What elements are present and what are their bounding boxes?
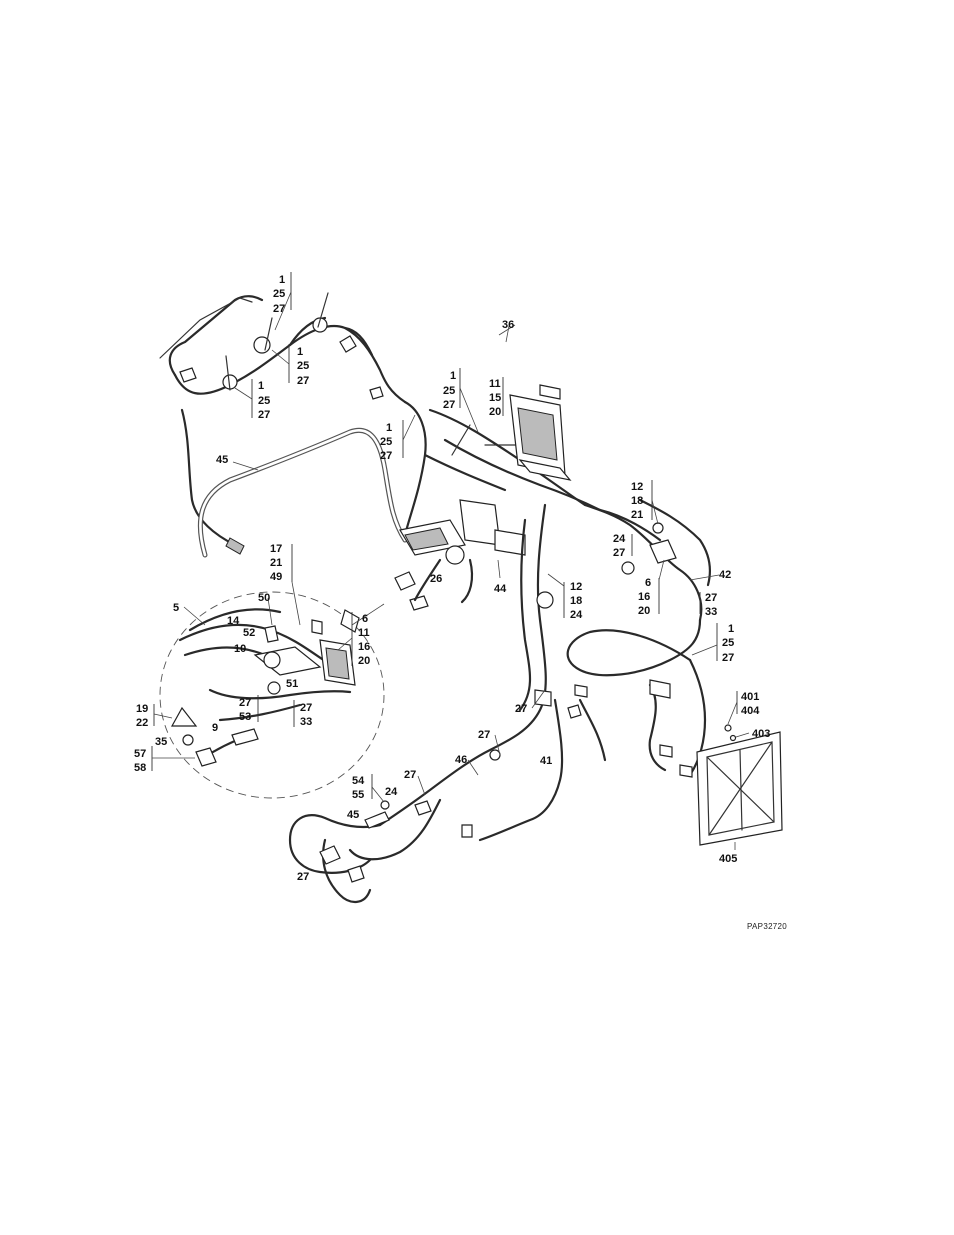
callout-51: 51 bbox=[286, 678, 298, 690]
callout-50: 50 bbox=[258, 592, 270, 604]
callout-401: 401 bbox=[741, 691, 759, 703]
callout-group-detail-6-11-16-20: 6 11 16 20 bbox=[358, 613, 370, 667]
callout-25: 25 bbox=[273, 288, 285, 300]
callout-19: 19 bbox=[136, 703, 148, 715]
callout-25: 25 bbox=[722, 637, 734, 649]
callout-18: 18 bbox=[570, 595, 582, 607]
callout-group-detail-57-58: 57 58 bbox=[134, 748, 146, 774]
callout-group-mid-12-18-24: 12 18 24 bbox=[570, 581, 583, 621]
callout-45: 45 bbox=[347, 809, 359, 821]
callout-1: 1 bbox=[279, 274, 285, 286]
callout-group-right-24-27: 24 27 bbox=[613, 533, 626, 559]
callout-35: 35 bbox=[155, 736, 167, 748]
callout-27: 27 bbox=[613, 547, 625, 559]
callout-45: 45 bbox=[216, 454, 228, 466]
figure-id-label: PAP32720 bbox=[747, 922, 787, 931]
callout-17: 17 bbox=[270, 543, 282, 555]
callout-54: 54 bbox=[352, 775, 365, 787]
callout-group-center: 1 25 27 bbox=[443, 370, 456, 411]
callout-18: 18 bbox=[631, 495, 643, 507]
callout-21: 21 bbox=[631, 509, 643, 521]
callout-404: 404 bbox=[741, 705, 760, 717]
callout-20: 20 bbox=[358, 655, 370, 667]
callout-1: 1 bbox=[728, 623, 734, 635]
callout-27: 27 bbox=[515, 703, 527, 715]
callout-24: 24 bbox=[385, 786, 398, 798]
callout-group-left: 1 25 27 bbox=[258, 380, 270, 421]
harness-line-art bbox=[160, 293, 782, 902]
callout-group-detail-17-21-49: 17 21 49 bbox=[270, 543, 282, 583]
callout-27: 27 bbox=[258, 409, 270, 421]
callout-11: 11 bbox=[358, 627, 370, 639]
callout-405: 405 bbox=[719, 853, 737, 865]
callout-42: 42 bbox=[719, 569, 731, 581]
callout-20: 20 bbox=[638, 605, 650, 617]
callout-group-right-6-16-20: 6 16 20 bbox=[638, 577, 651, 617]
callout-24: 24 bbox=[570, 609, 583, 621]
callout-group-bottom-54-55: 54 55 bbox=[352, 775, 365, 801]
callout-44: 44 bbox=[494, 583, 507, 595]
callout-20: 20 bbox=[489, 406, 501, 418]
callout-group-ecu: 11 15 20 bbox=[489, 378, 501, 418]
callout-27: 27 bbox=[380, 450, 392, 462]
callout-16: 16 bbox=[638, 591, 650, 603]
callout-58: 58 bbox=[134, 762, 146, 774]
callout-27: 27 bbox=[300, 702, 312, 714]
callout-27: 27 bbox=[478, 729, 490, 741]
callout-46: 46 bbox=[455, 754, 467, 766]
callout-25: 25 bbox=[258, 395, 270, 407]
callout-27: 27 bbox=[705, 592, 717, 604]
callout-27: 27 bbox=[404, 769, 416, 781]
callout-53: 53 bbox=[239, 711, 251, 723]
callout-15: 15 bbox=[489, 392, 501, 404]
callout-403: 403 bbox=[752, 728, 770, 740]
callout-group-right-1-25-27: 1 25 27 bbox=[722, 623, 734, 664]
callout-group-right-27-33: 27 33 bbox=[705, 592, 717, 618]
callout-27: 27 bbox=[297, 871, 309, 883]
callout-27: 27 bbox=[239, 697, 251, 709]
callout-group-plate-401-404: 401 404 bbox=[741, 691, 760, 717]
callout-group-detail-27-53: 27 53 bbox=[239, 697, 251, 723]
callout-24: 24 bbox=[613, 533, 626, 545]
callout-12: 12 bbox=[631, 481, 643, 493]
callout-group-detail-27-33: 27 33 bbox=[300, 702, 312, 728]
callout-9: 9 bbox=[212, 722, 218, 734]
callout-22: 22 bbox=[136, 717, 148, 729]
callout-55: 55 bbox=[352, 789, 364, 801]
callout-1: 1 bbox=[297, 346, 303, 358]
callout-11: 11 bbox=[489, 378, 501, 390]
callout-33: 33 bbox=[705, 606, 717, 618]
callout-27: 27 bbox=[722, 652, 734, 664]
callout-26: 26 bbox=[430, 573, 442, 585]
callout-1: 1 bbox=[450, 370, 456, 382]
callout-49: 49 bbox=[270, 571, 282, 583]
callout-group-center-left: 1 25 27 bbox=[380, 422, 392, 462]
callout-6: 6 bbox=[362, 613, 368, 625]
callout-27: 27 bbox=[273, 303, 285, 315]
callout-52: 52 bbox=[243, 627, 255, 639]
callout-16: 16 bbox=[358, 641, 370, 653]
callout-1: 1 bbox=[258, 380, 264, 392]
callout-25: 25 bbox=[443, 385, 455, 397]
callout-27: 27 bbox=[297, 375, 309, 387]
callout-25: 25 bbox=[380, 436, 392, 448]
callout-21: 21 bbox=[270, 557, 282, 569]
callout-group-top: 1 25 27 bbox=[273, 274, 285, 315]
callout-group-detail-19-22: 19 22 bbox=[136, 703, 148, 729]
callout-27: 27 bbox=[443, 399, 455, 411]
callout-41: 41 bbox=[540, 755, 552, 767]
callout-1: 1 bbox=[386, 422, 392, 434]
callout-12: 12 bbox=[570, 581, 582, 593]
callout-36: 36 bbox=[502, 319, 514, 331]
callout-5: 5 bbox=[173, 602, 179, 614]
callout-33: 33 bbox=[300, 716, 312, 728]
callout-group-right-12-18-21: 12 18 21 bbox=[631, 481, 643, 521]
callout-6: 6 bbox=[645, 577, 651, 589]
callout-25: 25 bbox=[297, 360, 309, 372]
callout-10: 10 bbox=[234, 643, 246, 655]
callout-14: 14 bbox=[227, 615, 240, 627]
callout-group-mid-a: 1 25 27 bbox=[297, 346, 309, 387]
callout-57: 57 bbox=[134, 748, 146, 760]
